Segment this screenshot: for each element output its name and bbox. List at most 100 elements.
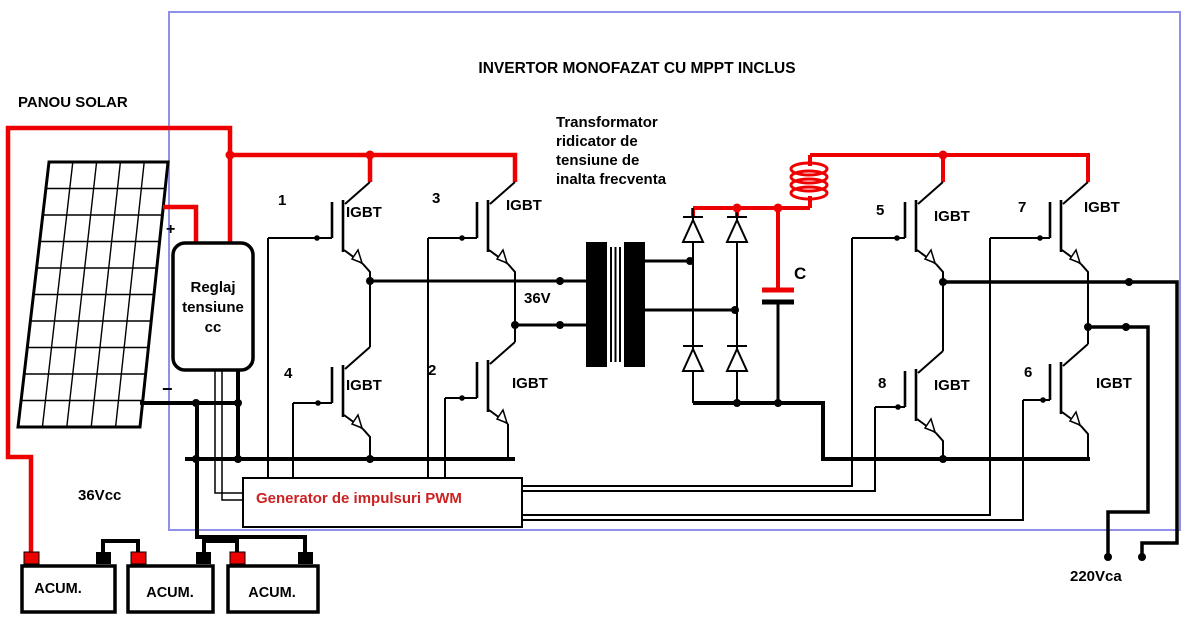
wire-junction-dot: [733, 399, 741, 407]
diagram-title: INVERTOR MONOFAZAT CU MPPT INCLUS: [478, 60, 795, 77]
battery-1: ACUM.: [20, 551, 117, 614]
igbt-emitter-arrow-icon: [923, 417, 937, 434]
wire-junction-dot: [225, 150, 235, 160]
pwm-generator: Generator de impulsuri PWM: [242, 477, 523, 528]
wire-junction-dot: [939, 455, 947, 463]
igbt-number: 8: [878, 375, 886, 392]
igbt-label: IGBT: [1084, 199, 1120, 216]
wire-junction-dot: [1122, 323, 1130, 331]
igbt-label: IGBT: [934, 377, 970, 394]
wire-junction-dot: [1037, 235, 1043, 241]
regulator-label-line2: tensiune: [182, 299, 244, 316]
igbt-emitter-arrow-icon: [495, 408, 509, 425]
igbt-symbol-5: 5 IGBT: [876, 181, 970, 265]
regulator-control-wires: [214, 370, 243, 501]
wire-junction-dot: [774, 399, 782, 407]
regulator-label-line3: cc: [205, 319, 222, 336]
wire-junction-dot: [938, 150, 948, 160]
wire-junction-dot: [315, 400, 321, 406]
plus-terminal-label: +: [166, 221, 175, 238]
igbt-emitter-arrow-icon: [495, 248, 509, 265]
wire-junction-dot: [511, 321, 519, 329]
minus-terminal-label: −: [162, 379, 173, 399]
battery-3: ACUM.: [226, 551, 320, 614]
igbt-number: 7: [1018, 199, 1026, 216]
igbt-emitter-arrow-icon: [350, 248, 364, 265]
rectified-dc-wire: [691, 153, 1090, 288]
pwm-generator-label: Generator de impulsuri PWM: [256, 490, 462, 507]
wire-junction-dot: [234, 399, 242, 407]
igbt-label: IGBT: [1096, 375, 1132, 392]
battery-3-label: ACUM.: [248, 585, 296, 601]
wire-junction-dot: [1104, 553, 1112, 561]
inverter-boundary-box: [168, 11, 1181, 531]
wire-junction-dot: [895, 404, 901, 410]
wire-junction-dot: [894, 235, 900, 241]
igbt-symbol-7: 7 IGBT: [1018, 181, 1120, 265]
bridge-and-gate-wires: [267, 208, 1089, 521]
igbt-label: IGBT: [512, 375, 548, 392]
igbt-number: 6: [1024, 364, 1032, 381]
wire-junction-dot: [1138, 553, 1146, 561]
battery-3-negative-terminal: [298, 552, 313, 564]
negative-dc-wire: [101, 370, 1090, 552]
wire-junction-dot: [1040, 397, 1046, 403]
wire-junction-dot: [192, 455, 200, 463]
wire-junction-dot: [314, 235, 320, 241]
battery-2-positive-terminal: [130, 551, 147, 565]
wire-junction-dot: [1084, 323, 1092, 331]
junction-dots: [192, 150, 1146, 561]
wire-junction-dot: [365, 150, 375, 160]
igbt-symbol-8: 8 IGBT: [878, 350, 970, 434]
igbt-label: IGBT: [346, 204, 382, 221]
igbt-number: 4: [284, 365, 293, 382]
igbt-number: 5: [876, 202, 884, 219]
wire-junction-dot: [556, 321, 564, 329]
wire-junction-dot: [366, 277, 374, 285]
solar-panel-label: PANOU SOLAR: [18, 94, 128, 111]
wire-junction-dot: [731, 306, 739, 314]
capacitor-label: C: [794, 264, 806, 283]
igbt-number: 1: [278, 192, 286, 209]
inductor-coil-icon: [789, 161, 829, 201]
transformer-caption-line3: tensiune de: [556, 152, 639, 169]
transformer-caption-line2: ridicator de: [556, 133, 638, 150]
battery-2-label: ACUM.: [146, 585, 194, 601]
igbt-emitter-arrow-icon: [1068, 248, 1082, 265]
battery-1-negative-terminal: [96, 552, 111, 564]
transformer-icon: [586, 242, 645, 367]
solar-panel-outline: [16, 160, 170, 429]
wire-junction-dot: [732, 203, 742, 213]
bridge-voltage-label: 36V: [524, 290, 551, 307]
igbt-label: IGBT: [506, 197, 542, 214]
battery-3-positive-terminal: [229, 551, 246, 565]
wire-junction-dot: [1125, 278, 1133, 286]
transformer-caption-line1: Transformator: [556, 114, 658, 131]
wire-junction-dot: [366, 455, 374, 463]
wire-junction-dot: [686, 257, 694, 265]
igbt-emitter-arrow-icon: [923, 248, 937, 265]
wire-junction-dot: [192, 399, 200, 407]
dc-regulator: Reglaj tensiune cc: [171, 241, 255, 372]
battery-1-label: ACUM.: [34, 581, 82, 597]
dc-voltage-label: 36Vcc: [78, 487, 121, 504]
wire-junction-dot: [939, 278, 947, 286]
battery-2-negative-terminal: [196, 552, 211, 564]
diode-bridge: [681, 216, 749, 372]
wire-junction-dot: [459, 395, 465, 401]
igbt-emitter-arrow-icon: [350, 413, 364, 430]
wire-junction-dot: [459, 235, 465, 241]
transformer-wires: [370, 259, 737, 327]
wire-junction-dot: [556, 277, 564, 285]
battery-1-positive-terminal: [23, 551, 40, 565]
igbt-label: IGBT: [934, 208, 970, 225]
ac-voltage-label: 220Vca: [1070, 568, 1122, 585]
